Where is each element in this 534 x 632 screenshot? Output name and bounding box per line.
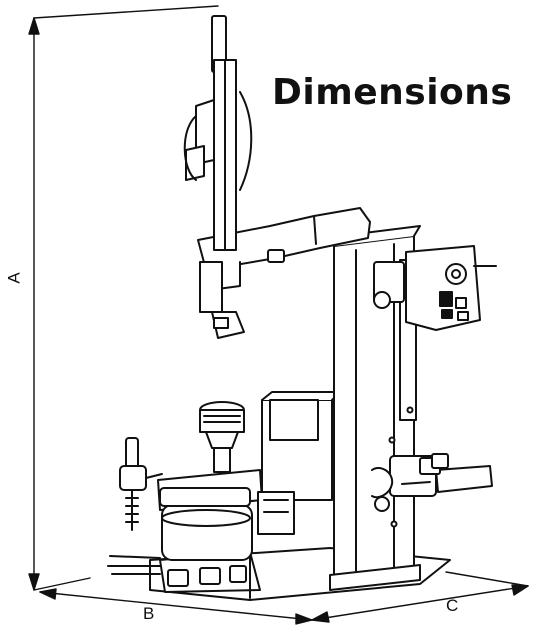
turntable	[157, 391, 341, 561]
dimension-b-label: B	[143, 604, 155, 623]
tool-rod	[183, 15, 253, 339]
dimension-c-label: C	[446, 596, 459, 615]
dimension-b-line	[33, 577, 313, 625]
control-panel	[373, 245, 497, 331]
dimension-a-line	[28, 5, 219, 591]
helper-arm	[371, 453, 493, 512]
page-title: Dimensions	[272, 72, 513, 113]
dimension-a-label: A	[4, 272, 24, 284]
side-tool	[119, 437, 163, 531]
dimension-c-line	[311, 571, 529, 623]
